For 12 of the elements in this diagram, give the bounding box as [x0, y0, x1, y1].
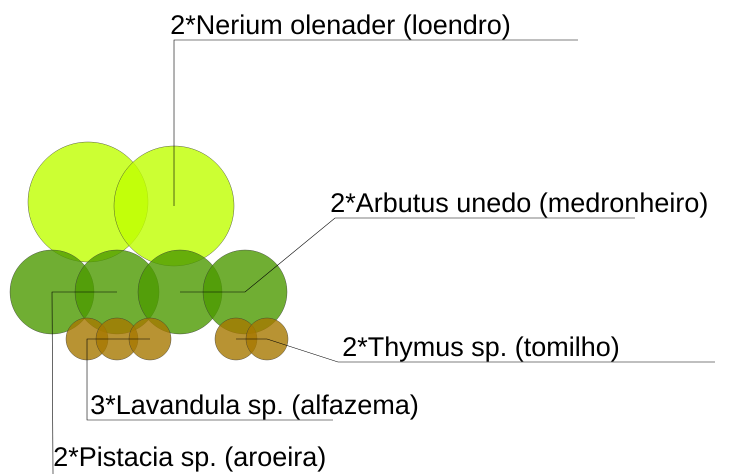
- leader-line: [86, 338, 334, 420]
- leader-line: [180, 218, 636, 292]
- plant-label: 3*Lavandula sp. (alfazema): [91, 394, 418, 420]
- leader-line: [52, 292, 118, 474]
- plant-label: 2*Arbutus unedo (medronheiro): [332, 192, 707, 218]
- leader-line: [236, 338, 716, 362]
- plant-label: 2*Pistacia sp. (aroeira): [54, 446, 325, 472]
- leader-line: [174, 40, 578, 206]
- plant-circle: [128, 318, 172, 360]
- plant-circle: [246, 318, 288, 360]
- plant-label: 2*Thymus sp. (tomilho): [344, 336, 618, 362]
- plant-label: 2*Nerium olenader (loendro): [172, 14, 510, 40]
